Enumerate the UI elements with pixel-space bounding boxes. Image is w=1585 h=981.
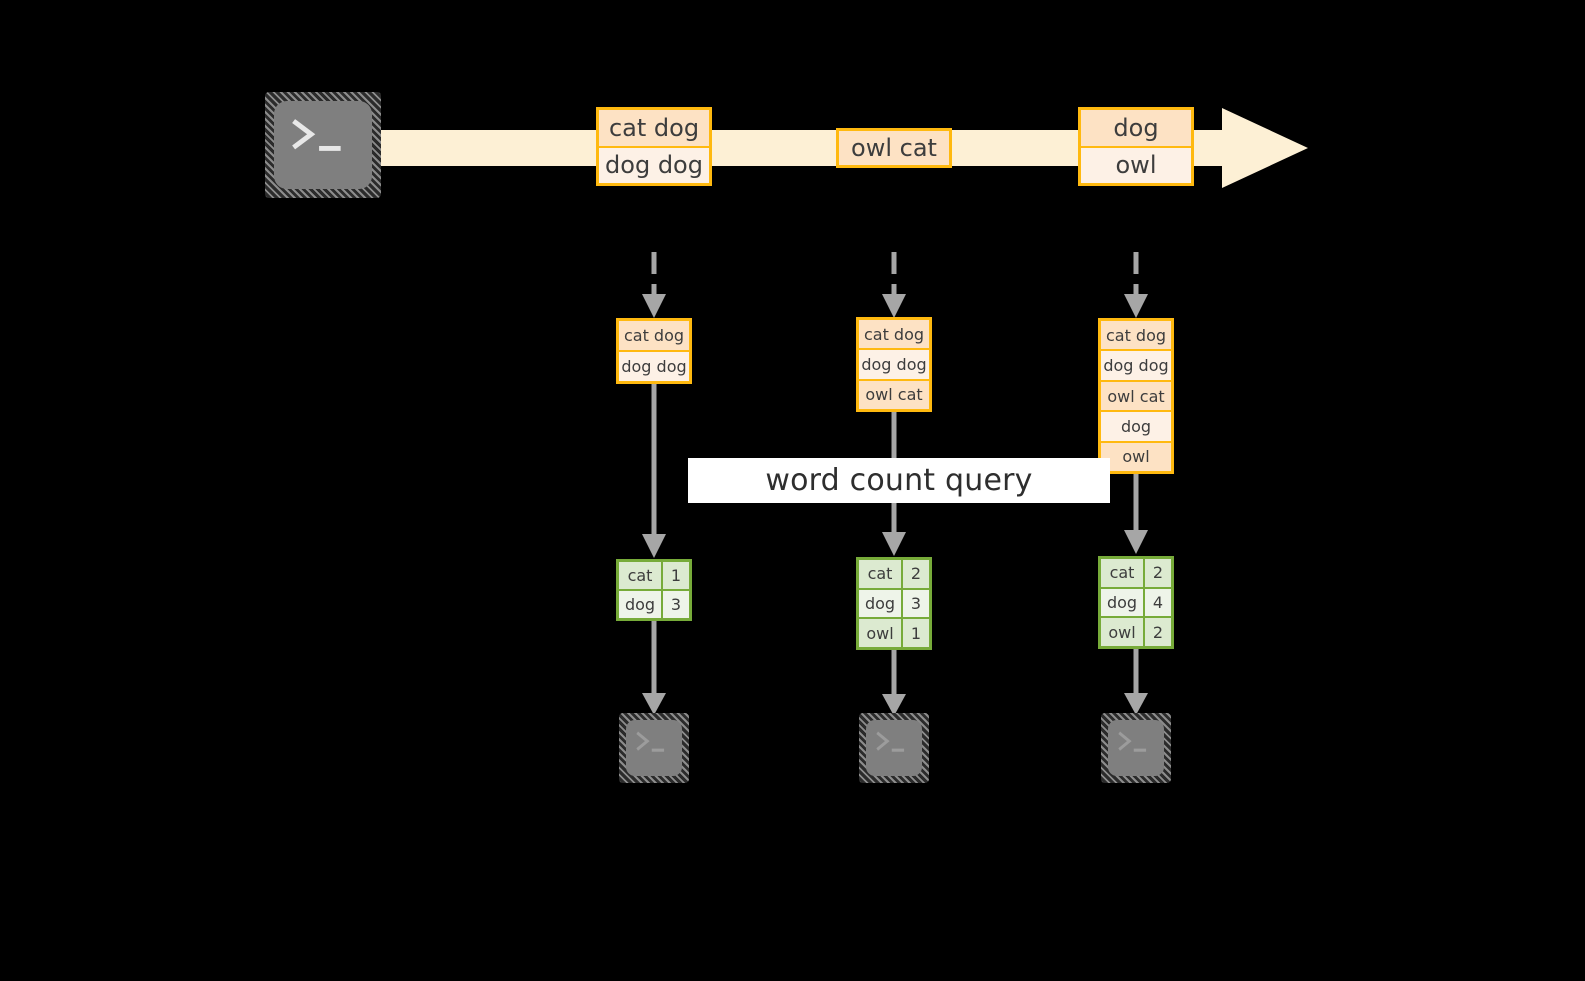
stream-record-group-2: owl cat xyxy=(836,128,952,168)
terminal-screen xyxy=(274,101,372,189)
result-word: cat xyxy=(859,560,903,588)
result-word: cat xyxy=(1101,559,1145,587)
result-count: 1 xyxy=(903,619,929,648)
accumulated-record: cat dog xyxy=(619,321,689,352)
result-word: dog xyxy=(619,591,663,618)
snapshot-tap-arrow-3 xyxy=(1124,252,1148,318)
snapshot-tap-arrow-1 xyxy=(642,252,666,318)
stream-record: cat dog xyxy=(599,110,709,148)
result-count: 3 xyxy=(903,589,929,618)
accumulated-record: cat dog xyxy=(1101,321,1171,352)
table-row: cat 1 xyxy=(619,562,689,591)
table-row: dog 3 xyxy=(859,589,929,620)
accumulated-records-3: cat dog dog dog owl cat dog owl xyxy=(1098,318,1174,474)
accumulated-record: dog dog xyxy=(619,352,689,381)
prompt-glyph-icon xyxy=(876,731,905,752)
accumulated-records-2: cat dog dog dog owl cat xyxy=(856,317,932,412)
accumulated-record: dog xyxy=(1101,412,1171,443)
accumulated-record: owl cat xyxy=(859,380,929,409)
result-count: 2 xyxy=(903,560,929,588)
stream-record: dog dog xyxy=(599,147,709,183)
event-stream-arrow xyxy=(360,108,1308,188)
result-word: owl xyxy=(859,619,903,648)
accumulated-record: cat dog xyxy=(859,320,929,351)
stream-record-group-3: dog owl xyxy=(1078,107,1194,186)
result-word: dog xyxy=(859,589,903,618)
source-terminal-icon xyxy=(265,92,381,198)
result-word: owl xyxy=(1101,618,1145,647)
result-word: dog xyxy=(1101,588,1145,617)
accumulated-records-1: cat dog dog dog xyxy=(616,318,692,384)
table-row: owl 2 xyxy=(1101,618,1171,647)
stream-record-group-1: cat dog dog dog xyxy=(596,107,712,186)
sink-terminal-icon-3 xyxy=(1101,713,1171,783)
query-label-band: word count query xyxy=(688,458,1110,503)
accumulated-record: owl xyxy=(1101,442,1171,472)
sink-terminal-icon-1 xyxy=(619,713,689,783)
query-arrow-3 xyxy=(1124,474,1148,554)
accumulated-record: owl cat xyxy=(1101,381,1171,413)
result-count: 2 xyxy=(1145,618,1171,647)
query-label: word count query xyxy=(765,463,1033,498)
prompt-glyph-icon xyxy=(1118,731,1147,752)
result-count: 2 xyxy=(1145,559,1171,587)
prompt-glyph-icon xyxy=(636,731,665,752)
result-table-2: cat 2 dog 3 owl 1 xyxy=(856,557,932,650)
table-row: cat 2 xyxy=(859,560,929,590)
accumulated-record: dog dog xyxy=(1101,351,1171,382)
sink-arrow-1 xyxy=(642,621,666,715)
terminal-screen xyxy=(866,720,922,776)
result-word: cat xyxy=(619,562,663,589)
result-table-3: cat 2 dog 4 owl 2 xyxy=(1098,556,1174,649)
sink-arrow-3 xyxy=(1124,649,1148,715)
query-arrow-1 xyxy=(642,384,666,558)
result-table-1: cat 1 dog 3 xyxy=(616,559,692,621)
result-count: 3 xyxy=(663,591,689,618)
prompt-glyph-icon xyxy=(292,119,341,151)
table-row: cat 2 xyxy=(1101,559,1171,589)
result-count: 4 xyxy=(1145,588,1171,617)
terminal-screen xyxy=(1108,720,1164,776)
table-row: owl 1 xyxy=(859,619,929,648)
stream-record: owl xyxy=(1081,147,1191,183)
stream-record: owl cat xyxy=(839,131,949,165)
table-row: dog 3 xyxy=(619,591,689,618)
sink-arrow-2 xyxy=(882,650,906,716)
table-row: dog 4 xyxy=(1101,588,1171,619)
terminal-screen xyxy=(626,720,682,776)
snapshot-tap-arrow-2 xyxy=(882,252,906,318)
accumulated-record: dog dog xyxy=(859,350,929,381)
stream-record: dog xyxy=(1081,110,1191,148)
result-count: 1 xyxy=(663,562,689,589)
sink-terminal-icon-2 xyxy=(859,713,929,783)
